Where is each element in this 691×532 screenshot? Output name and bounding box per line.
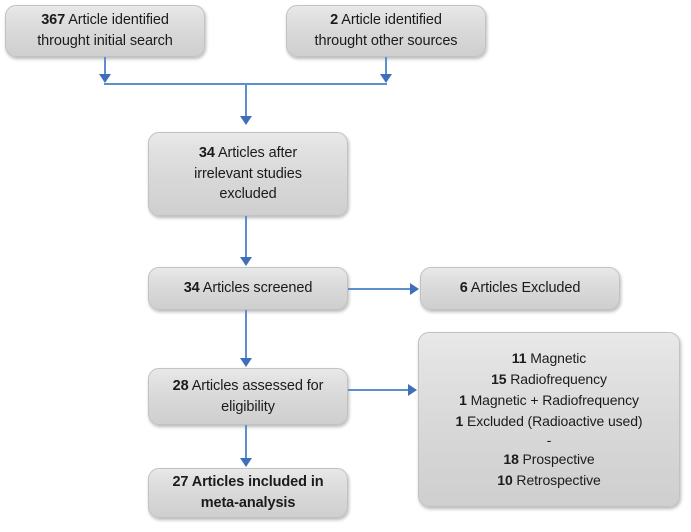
connector-assessed-to-included [245,425,247,459]
connector-initial-down [104,57,106,75]
node-after-irrelevant-line3: excluded [219,186,277,203]
connector-assessed-to-breakdown [348,389,409,391]
breakdown-separator: - [546,432,552,449]
node-assessed-count: 28 [172,377,189,394]
node-articles-screened: 34 Articles screened [148,267,348,310]
connector-merge-down [245,83,247,117]
arrowhead-excluded-right-icon [410,283,419,295]
node-articles-excluded: 6 Articles Excluded [420,267,620,310]
breakdown-item-excluded-radioactive: 1 Excluded (Radioactive used) [455,413,643,430]
node-excluded-line1: 6 Articles Excluded [459,280,581,297]
arrowhead-screened-down-icon [240,257,252,266]
node-after-irrelevant-count: 34 [198,145,215,162]
node-after-irrelevant-line2: irrelevant studies [194,165,302,182]
connector-other-down [385,57,387,75]
node-screened-count: 34 [183,280,200,297]
node-excluded-count: 6 [459,280,468,297]
node-included-line1: 27 Articles included in [172,474,324,491]
node-identified-initial-line2: throught initial search [37,33,173,49]
node-after-irrelevant-line1: 34 Articles after [198,145,298,162]
connector-irrelevant-to-screened [245,216,247,258]
node-articles-included-meta-analysis: 27 Articles included in meta-analysis [148,468,348,518]
breakdown-item-prospective: 18 Prospective [503,450,595,467]
node-assessed-line1: 28 Articles assessed for [172,377,324,394]
node-screened-line1: 34 Articles screened [183,280,313,297]
connector-screened-to-assessed [245,310,247,359]
breakdown-item-magnetic: 11 Magnetic [511,350,587,367]
breakdown-item-retrospective: 10 Retrospective [497,471,601,488]
node-identified-other-count: 2 [330,12,339,29]
node-assessed-line2: eligibility [221,398,275,415]
node-included-line2: meta-analysis [200,495,296,511]
arrowhead-breakdown-right-icon [408,384,417,396]
node-after-irrelevant-excluded: 34 Articles after irrelevant studies exc… [148,132,348,216]
arrowhead-included-down-icon [240,458,252,467]
node-study-breakdown: 11 Magnetic 15 Radiofrequency 1 Magnetic… [418,332,680,507]
node-articles-assessed-eligibility: 28 Articles assessed for eligibility [148,368,348,425]
breakdown-item-magnetic-radiofrequency: 1 Magnetic + Radiofrequency [459,392,639,409]
node-identified-other-line1: 2 Article identified [330,12,442,29]
arrowhead-other-down-icon [380,74,392,83]
node-identified-other-sources: 2 Article identified throught other sour… [286,5,486,57]
arrowhead-assessed-down-icon [240,358,252,367]
node-identified-initial-count: 367 [41,12,66,29]
arrowhead-initial-down-icon [99,74,111,83]
node-identified-initial-search: 367 Article identified throught initial … [5,5,205,57]
node-identified-initial-line1: 367 Article identified [41,12,169,29]
node-identified-other-line2: throught other sources [314,33,458,49]
arrowhead-merge-down-icon [240,116,252,125]
breakdown-item-radiofrequency: 15 Radiofrequency [491,371,607,388]
connector-screened-to-excluded [348,288,411,290]
